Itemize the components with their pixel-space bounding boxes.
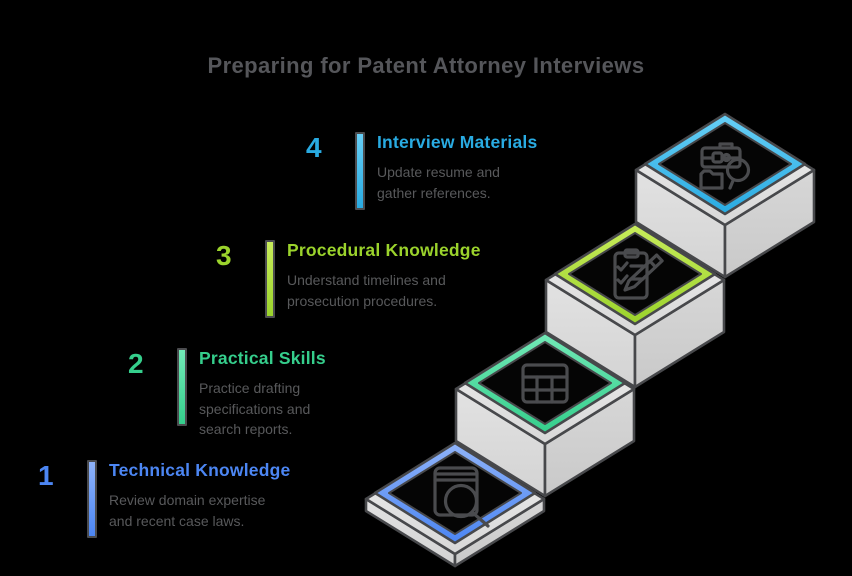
- step-2-box: [454, 331, 636, 498]
- step-3-description: Understand timelines and prosecution pro…: [287, 272, 446, 309]
- step-1-title: Technical Knowledge: [109, 460, 291, 480]
- step-2-tile-center: [478, 341, 612, 425]
- step-4-box: [634, 112, 816, 279]
- step-4-number: 4: [306, 132, 322, 163]
- step-2-title: Practical Skills: [199, 348, 326, 368]
- step-4-description: Update resume and gather references.: [377, 164, 500, 201]
- step-1-tile-center: [388, 451, 522, 535]
- step-4-tile-center: [658, 122, 792, 206]
- step-3-box: [544, 222, 726, 389]
- step-1-number: 1: [38, 460, 54, 491]
- table-grid-icon: [521, 363, 569, 404]
- step-2-accent-bar: [177, 348, 187, 426]
- step-4-accent-bar: [355, 132, 365, 210]
- step-2-description: Practice drafting specifications and sea…: [199, 380, 311, 438]
- clipboard-pencil-icon: [613, 248, 664, 300]
- step-3-accent-bar: [265, 240, 275, 318]
- step-1-box: [364, 441, 546, 568]
- step-1-accent-bar: [87, 460, 97, 538]
- step-2-number: 2: [128, 348, 144, 379]
- step-1-description: Review domain expertise and recent case …: [109, 492, 266, 529]
- book-search-icon: [433, 466, 490, 528]
- step-4-title: Interview Materials: [377, 132, 538, 152]
- page-title: Preparing for Patent Attorney Interviews: [207, 53, 645, 78]
- step-3-number: 3: [216, 240, 232, 271]
- step-3-title: Procedural Knowledge: [287, 240, 481, 260]
- briefcase-search-icon: [699, 142, 751, 190]
